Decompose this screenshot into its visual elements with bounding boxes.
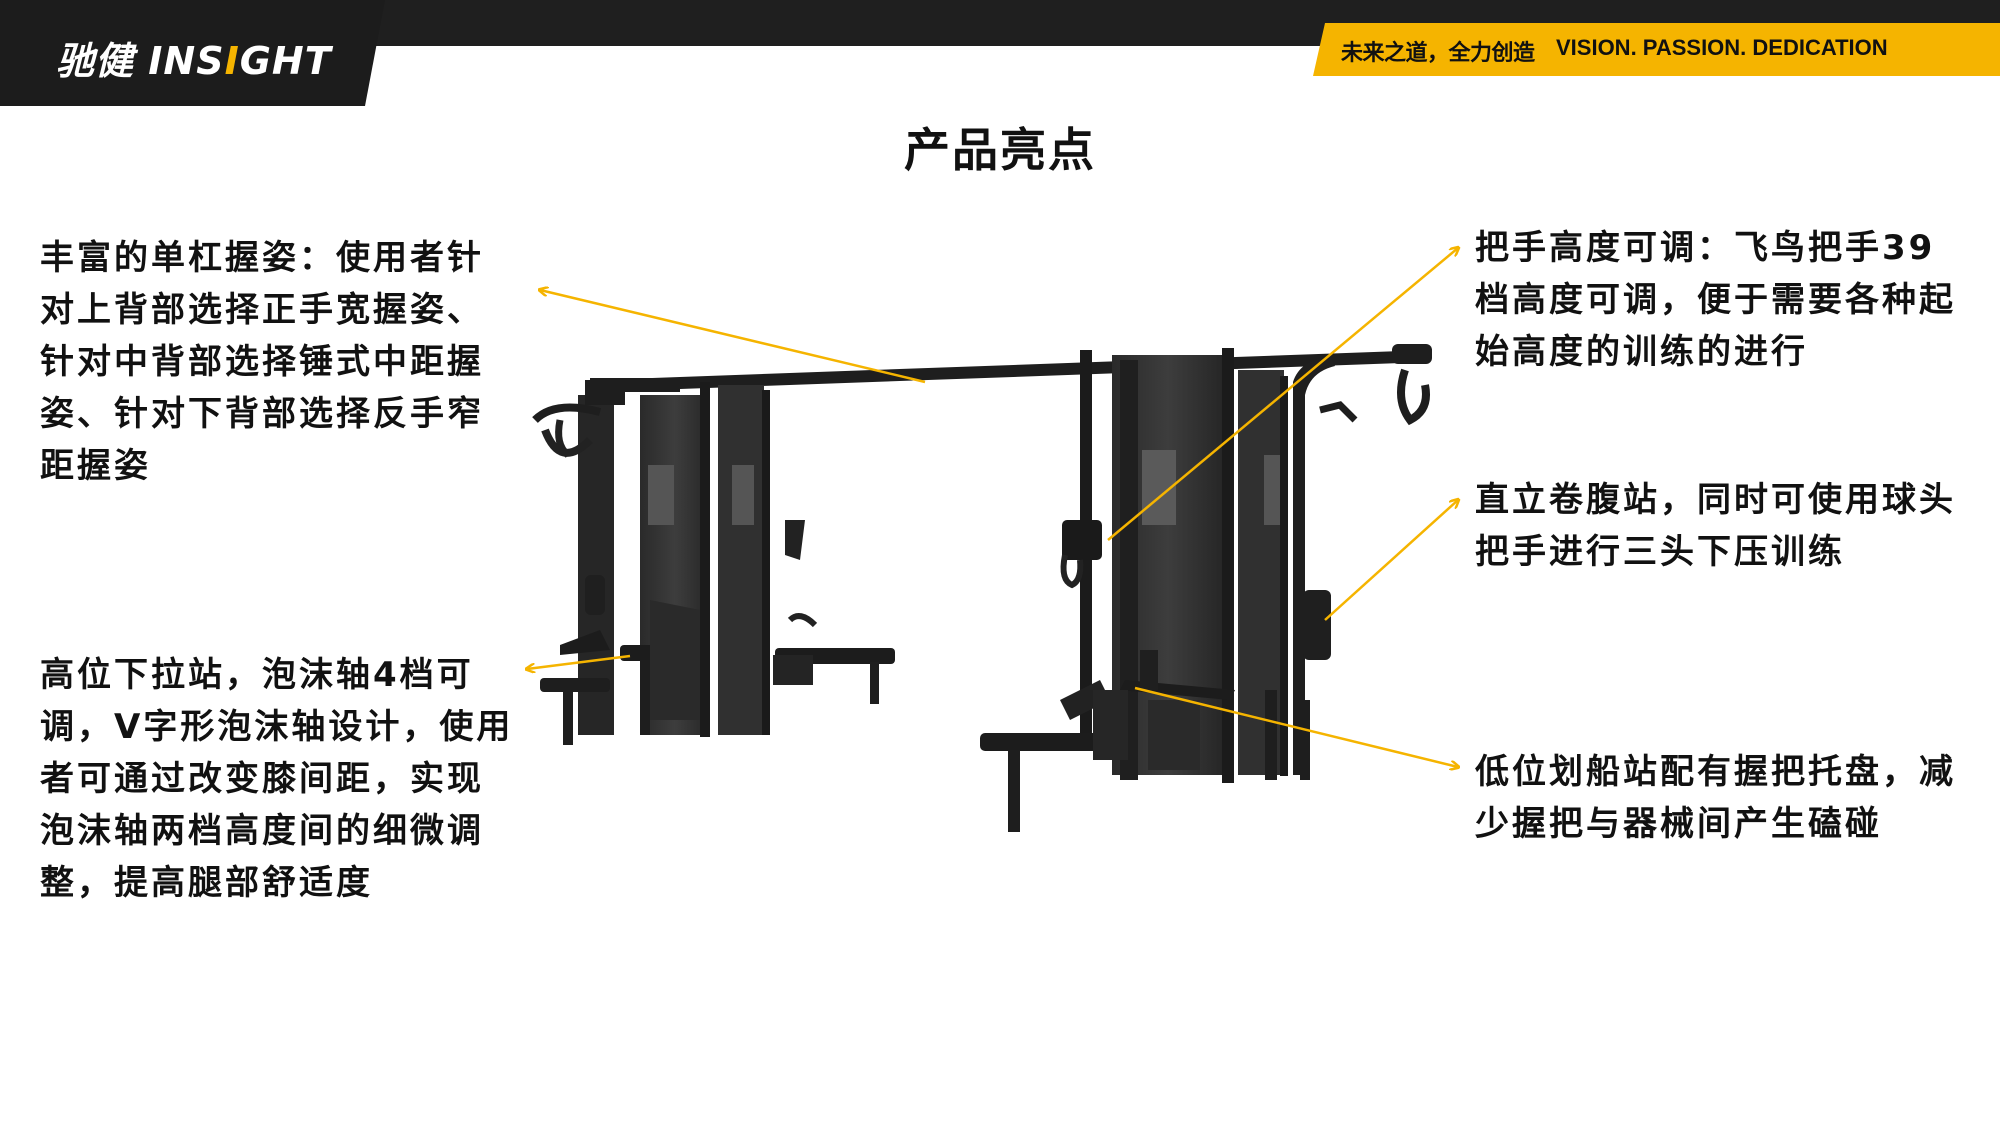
right-station [980, 348, 1430, 832]
feature-lat-pulldown: 高位下拉站，泡沫轴4档可调，V字形泡沫轴设计，使用者可通过改变膝间距，实现泡沫轴… [40, 655, 514, 903]
logo-en-pre: INS [148, 39, 225, 83]
logo-cn: 驰健 [56, 39, 135, 83]
slogan-english: VISION. PASSION. DEDICATION [1556, 35, 1888, 60]
feature-row-station: 低位划船站配有握把托盘，减少握把与器械间产生磕碰 [1475, 752, 1956, 844]
slogan-chinese: 未来之道，全力创造 [1341, 41, 1535, 66]
slogan-banner: 未来之道，全力创造 VISION. PASSION. DEDICATION [1313, 23, 2000, 76]
logo-text: 驰健 INSIGHT [56, 30, 332, 85]
page-title: 产品亮点 [904, 123, 1096, 177]
logo-en-post: GHT [239, 39, 332, 83]
left-station [532, 380, 895, 745]
brand-logo: 驰健 INSIGHT [0, 0, 385, 106]
feature-handle-postures: 丰富的单杠握姿：使用者针对上背部选择正手宽握姿、针对中背部选择锤式中距握姿、针对… [40, 238, 484, 486]
feature-crunch-station: 直立卷腹站，同时可使用球头把手进行三头下压训练 [1475, 480, 1956, 572]
logo-bolt-letter: I [224, 39, 240, 83]
feature-handle-height: 把手高度可调：飞鸟把手39档高度可调，便于需要各种起始高度的训练的进行 [1475, 228, 1956, 372]
callout-lines [527, 248, 1458, 767]
